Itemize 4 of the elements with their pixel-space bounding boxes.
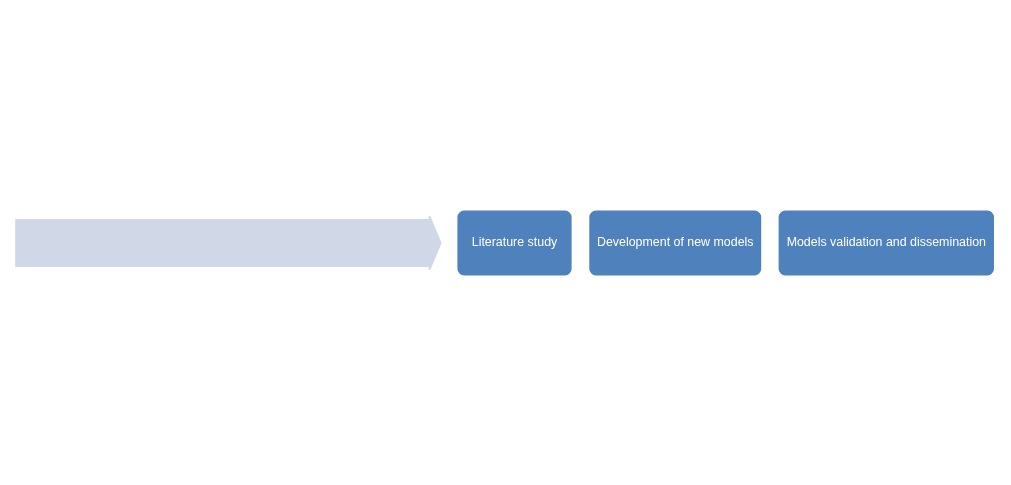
node-arrow xyxy=(15,214,442,271)
node-box: Literature study xyxy=(455,208,574,277)
node-box: Models validation and dissemination xyxy=(776,208,996,277)
node-box: Development of new models xyxy=(587,208,764,277)
